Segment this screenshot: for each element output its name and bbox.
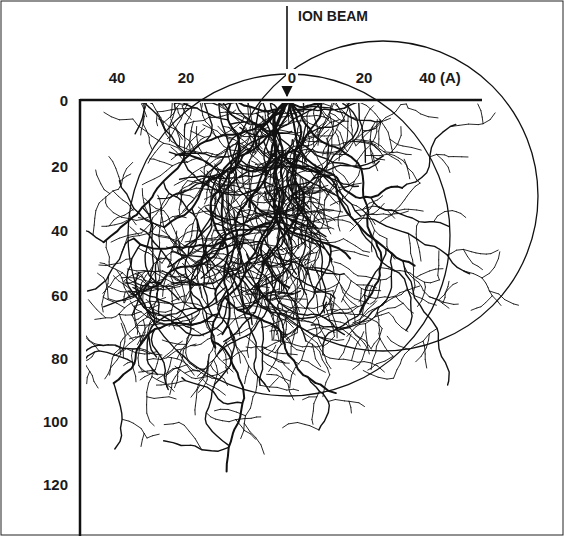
x-tick-label: 40 xyxy=(107,69,128,86)
x-tick-label: 20 xyxy=(176,69,197,86)
ion-tracks xyxy=(86,103,519,472)
y-tick-label: 20 xyxy=(49,158,70,175)
x-tick-label: 0 xyxy=(286,69,298,86)
y-tick-label: 120 xyxy=(41,476,70,493)
y-tick-label: 0 xyxy=(58,92,70,109)
y-axis xyxy=(79,99,82,536)
x-axis xyxy=(80,99,482,102)
beam-label: ION BEAM xyxy=(296,8,370,24)
y-tick-label: 40 xyxy=(49,222,70,239)
x-tick-label: 20 xyxy=(354,69,375,86)
y-tick-label: 60 xyxy=(49,287,70,304)
track-branch xyxy=(86,103,519,454)
x-tick-label: 40 (A) xyxy=(417,69,463,86)
y-tick-label: 80 xyxy=(49,350,70,367)
range-circle xyxy=(228,41,538,351)
y-tick-label: 100 xyxy=(41,413,70,430)
range-circle xyxy=(128,74,450,396)
